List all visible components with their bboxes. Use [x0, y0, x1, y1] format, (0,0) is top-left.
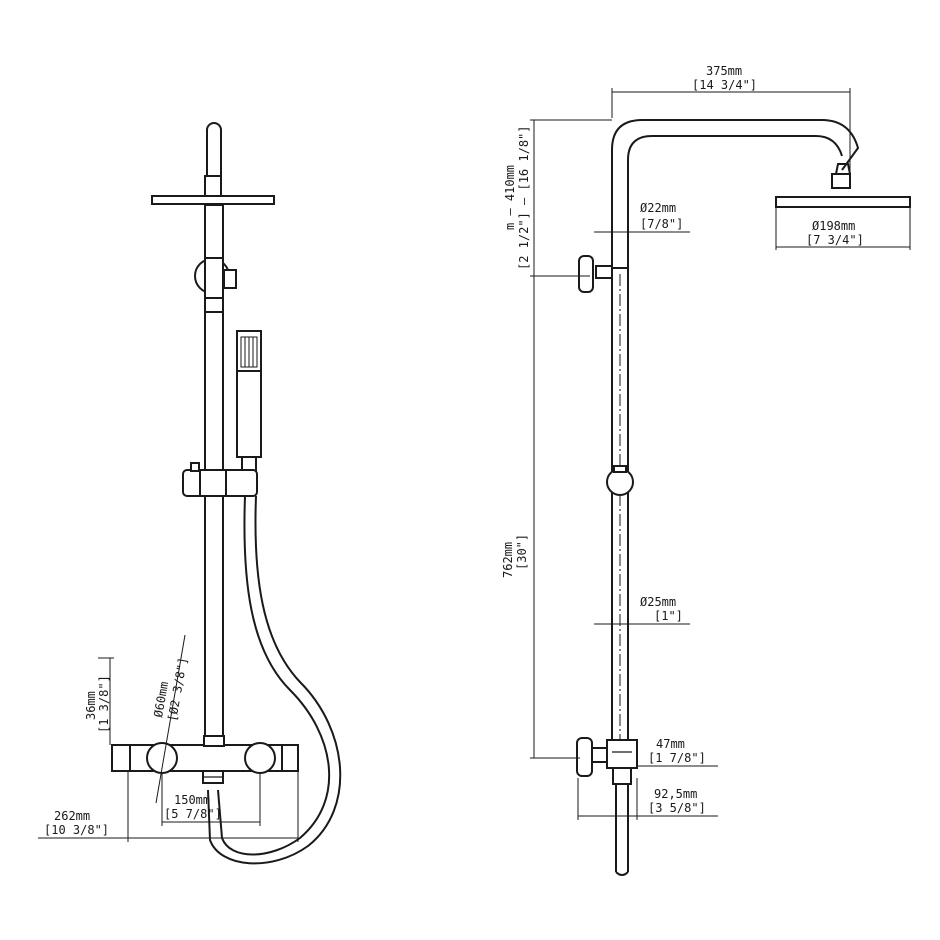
dim-262-inch: [10 3/8"]	[44, 823, 109, 837]
valve-side-stem	[591, 747, 608, 763]
diverter-side-stem	[595, 265, 613, 279]
side-view: 375mm [14 3/4"] m — 410mm [2 1/2"] — [16…	[501, 64, 911, 876]
dim-22: Ø22mm [7/8"]	[594, 201, 690, 233]
slide-bracket-cap	[190, 462, 200, 472]
handshower-nozzles	[240, 336, 258, 368]
dim-47-inch: [1 7/8"]	[648, 751, 706, 765]
dim-36-inch: [1 3/8"]	[97, 675, 111, 733]
hose-side	[615, 784, 629, 876]
dim-47-label: 47mm	[656, 737, 685, 751]
riser-rod-overlay	[204, 257, 224, 299]
head-connector	[204, 175, 222, 197]
dim-92-inch: [3 5/8"]	[648, 801, 706, 815]
shower-head-plate	[151, 195, 275, 205]
valve-side-knob	[576, 737, 593, 777]
valve-knob-right	[244, 742, 276, 774]
dim-92-label: 92,5mm	[654, 787, 697, 801]
dim-198-label: Ø198mm	[812, 219, 855, 233]
dim-198: Ø198mm [7 3/4"]	[775, 208, 911, 250]
dim-22-inch: [7/8"]	[640, 217, 683, 231]
dim-36-label: 36mm	[84, 691, 98, 720]
dim-25: Ø25mm [1"]	[594, 595, 690, 625]
dim-150-inch: [5 7/8"]	[164, 807, 222, 821]
dim-25-inch: [1"]	[654, 609, 683, 623]
head-swivel-neck	[835, 163, 851, 175]
dim-375-inch: [14 3/4"]	[692, 78, 757, 92]
dim-262-label: 262mm	[54, 809, 90, 823]
dim-60-label: Ø60mm	[151, 681, 171, 719]
valve-side-outlet	[612, 767, 632, 785]
slide-bracket-side-top	[613, 465, 627, 473]
dim-36: 36mm [1 3/8"]	[84, 657, 114, 745]
dim-410-inch: [2 1/2"] — [16 1/8"]	[517, 126, 531, 271]
dim-762: 762mm [30"]	[501, 276, 580, 759]
dim-375: 375mm [14 3/4"]	[611, 64, 851, 178]
diverter-side-knob	[578, 255, 594, 293]
dim-60: Ø60mm [Ø2 3/8"]	[151, 634, 190, 804]
shower-hose	[217, 495, 331, 856]
dim-410-label: m — 410mm	[503, 165, 517, 230]
dim-150-label: 150mm	[174, 793, 210, 807]
front-view: 36mm [1 3/8"] Ø60mm [Ø2 3/8"] 150mm [5 7…	[38, 122, 342, 865]
rain-head	[775, 196, 911, 208]
handshower-neck	[241, 456, 257, 472]
shower-hose-inner	[207, 495, 342, 865]
riser-collar	[203, 735, 225, 747]
dim-262: 262mm [10 3/8"]	[38, 772, 299, 842]
dim-92: 92,5mm [3 5/8"]	[577, 778, 718, 820]
diverter-clip	[223, 269, 237, 289]
overhead-arm	[611, 119, 860, 740]
dim-22-label: Ø22mm	[640, 201, 676, 215]
head-swivel	[831, 173, 851, 189]
slide-bracket	[182, 469, 258, 497]
dim-25-label: Ø25mm	[640, 595, 676, 609]
dim-762-label: 762mm	[501, 542, 515, 578]
valve-side-body	[606, 739, 638, 769]
overhead-arm-inner	[627, 135, 843, 740]
dim-198-inch: [7 3/4"]	[806, 233, 864, 247]
dim-150: 150mm [5 7/8"]	[161, 772, 261, 826]
handshower-handle	[236, 370, 262, 458]
dim-375-label: 375mm	[706, 64, 742, 78]
dim-410: m — 410mm [2 1/2"] — [16 1/8"]	[503, 119, 612, 277]
riser-top-bend	[206, 122, 222, 177]
dim-762-inch: [30"]	[515, 534, 529, 570]
dim-47: 47mm [1 7/8"]	[637, 737, 718, 767]
